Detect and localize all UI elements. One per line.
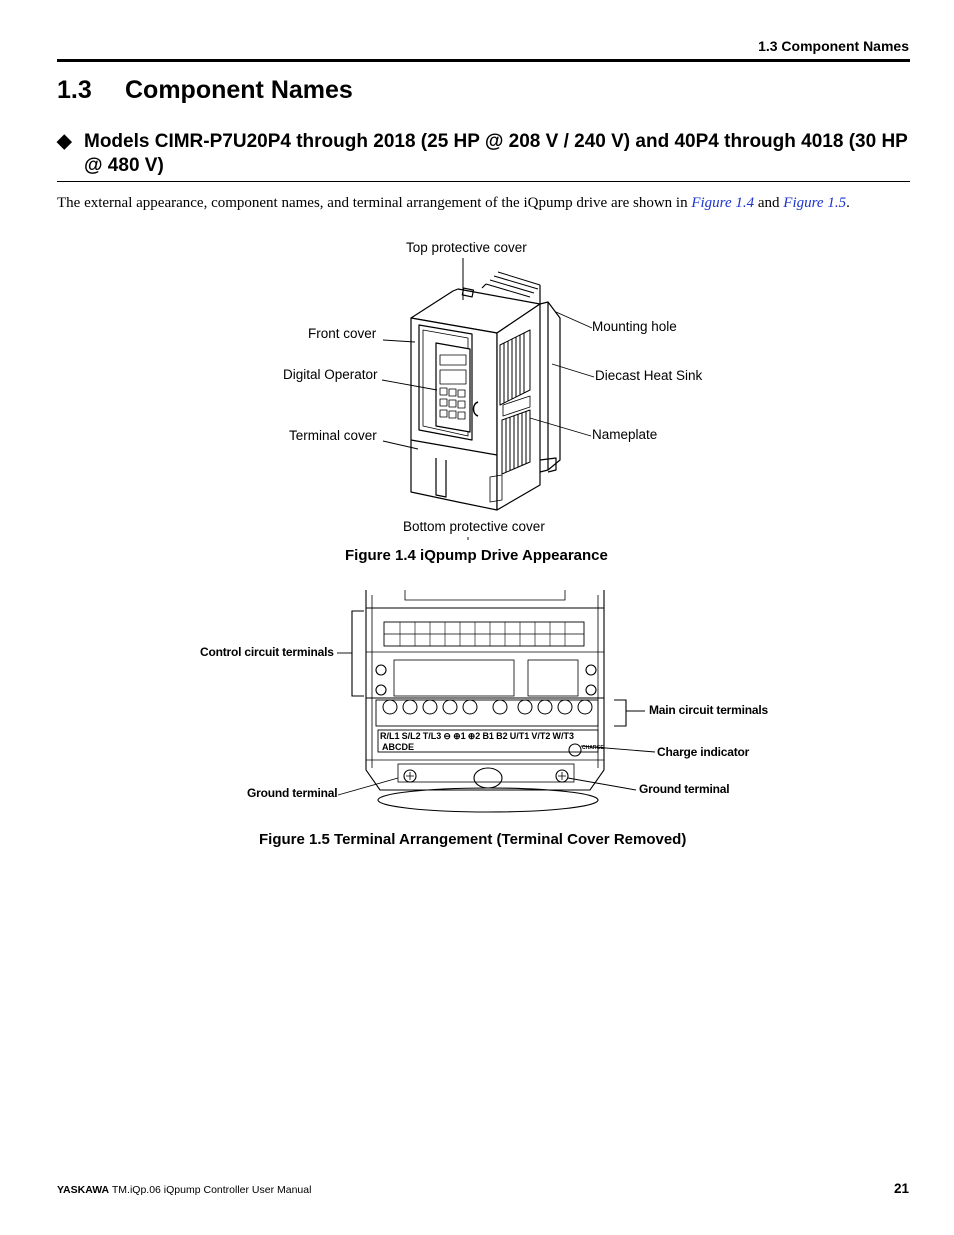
terminal-label: U/T1 (509, 731, 530, 741)
label-top-protective-cover: Top protective cover (406, 240, 527, 255)
label-ground-terminal-left: Ground terminal (247, 786, 338, 800)
footer-manual: TM.iQp.06 iQpump Controller User Manual (109, 1184, 312, 1196)
terminal-label: ⊕1 (453, 731, 466, 741)
terminal-label: S/L2 (401, 731, 421, 741)
label-terminal-cover: Terminal cover (289, 428, 377, 443)
subsection-title: Models CIMR-P7U20P4 through 2018 (25 HP … (84, 131, 908, 176)
terminal-label: R/L1 (380, 731, 400, 741)
label-digital-operator: Digital Operator (283, 367, 378, 382)
subsection-rule (57, 181, 910, 182)
intro-text-3: . (846, 195, 850, 211)
terminal-label: W/T3 (552, 731, 575, 741)
terminal-code: ABCDE (382, 742, 415, 752)
terminal-label: T/L3 (422, 731, 442, 741)
terminal-label: V/T2 (531, 731, 551, 741)
figure-1-5-link[interactable]: Figure 1.5 (783, 195, 847, 211)
section-heading: 1.3 Component Names (57, 76, 353, 105)
label-charge-indicator: Charge indicator (657, 745, 750, 759)
footer-brand: YASKAWA (57, 1184, 110, 1196)
section-title: Component Names (125, 76, 353, 104)
label-ground-terminal-right: Ground terminal (639, 782, 730, 796)
label-main-circuit-terminals: Main circuit terminals (649, 703, 768, 717)
terminal-label: ⊕2 (467, 731, 481, 741)
diamond-bullet-icon: ◆ (57, 131, 72, 152)
figure-1-4-caption: Figure 1.4 iQpump Drive Appearance (345, 547, 608, 564)
terminal-label: B1 (482, 731, 494, 741)
label-front-cover: Front cover (308, 326, 377, 341)
figure-1-4-link[interactable]: Figure 1.4 (691, 195, 755, 211)
intro-text-2: and (754, 195, 784, 211)
label-control-circuit-terminals: Control circuit terminals (200, 645, 334, 659)
terminal-label: ⊖ (443, 731, 451, 741)
charge-tag: CHARGE (582, 745, 604, 751)
label-nameplate: Nameplate (592, 427, 658, 442)
header-rule (57, 59, 910, 62)
label-bottom-protective-cover: Bottom protective cover (403, 519, 545, 534)
subsection-heading: ◆ Models CIMR-P7U20P4 through 2018 (25 H… (57, 130, 910, 178)
intro-paragraph: The external appearance, component names… (57, 195, 917, 212)
running-head: 1.3 Component Names (758, 38, 909, 54)
intro-text-1: The external appearance, component names… (57, 195, 692, 211)
section-number: 1.3 (57, 76, 92, 104)
label-mounting-hole: Mounting hole (592, 319, 677, 334)
footer-manual-title: YASKAWA TM.iQp.06 iQpump Controller User… (57, 1184, 311, 1196)
label-diecast-heat-sink: Diecast Heat Sink (595, 368, 703, 383)
terminal-label: B2 (496, 731, 508, 741)
page-number: 21 (893, 1181, 909, 1196)
figure-1-5-caption: Figure 1.5 Terminal Arrangement (Termina… (259, 831, 687, 848)
